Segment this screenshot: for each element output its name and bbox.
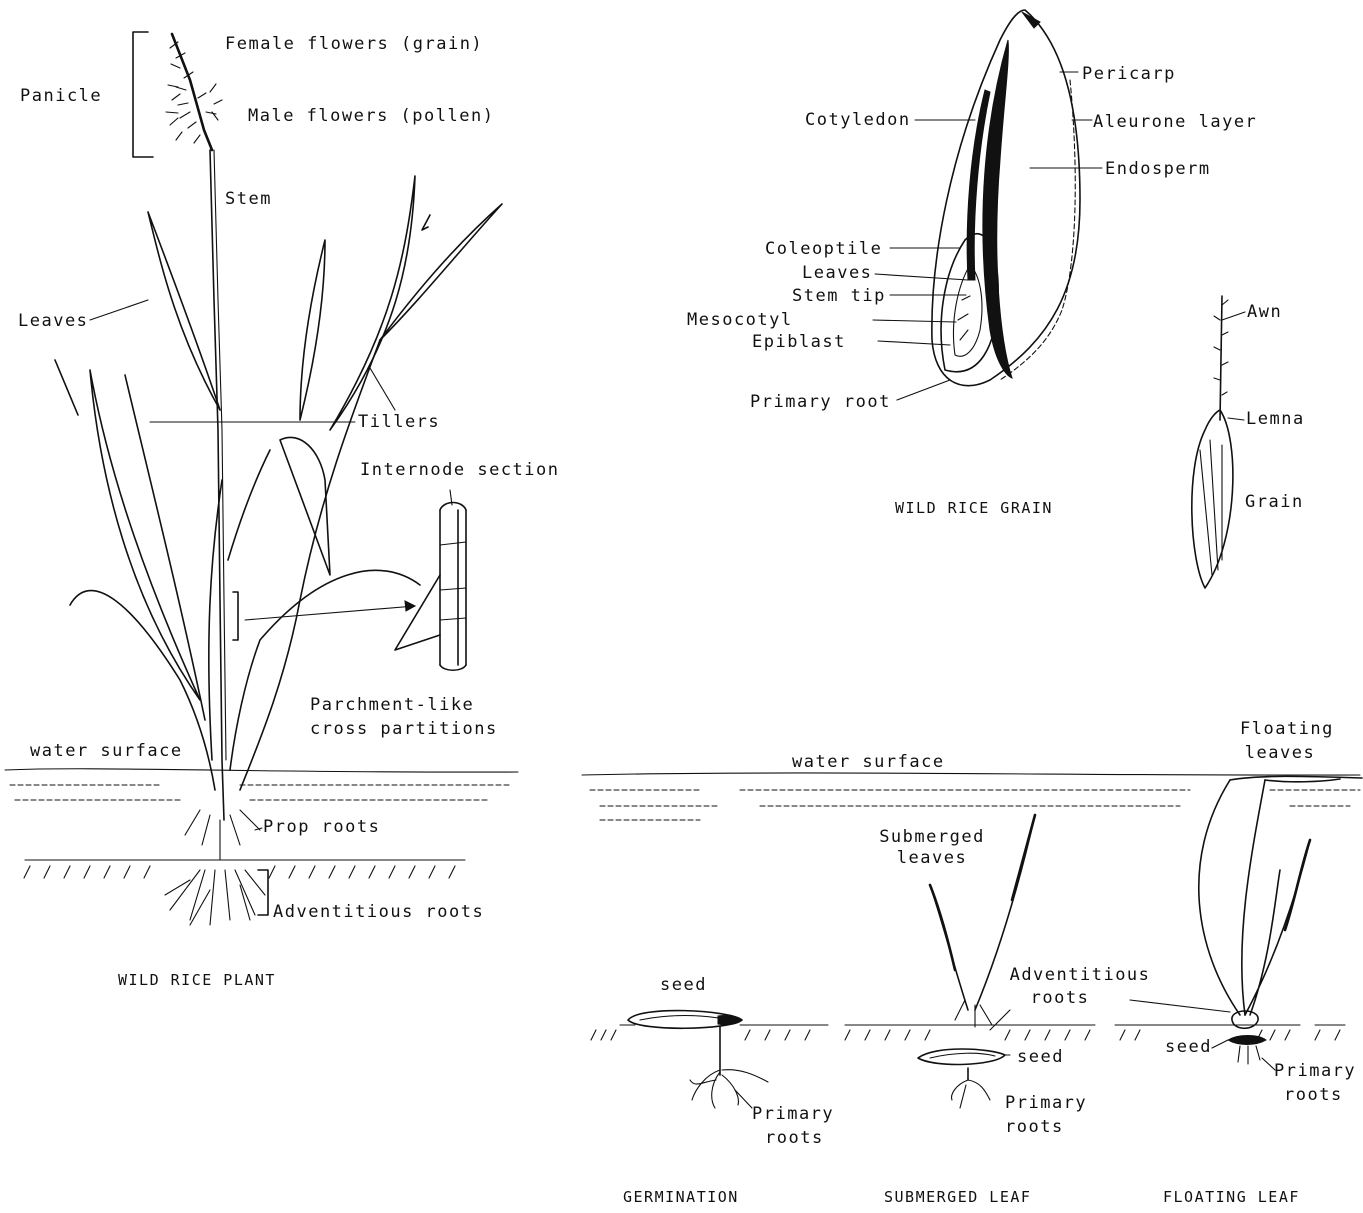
adventitious-float-leader <box>1130 1000 1230 1012</box>
epiblast-leader <box>878 341 950 345</box>
label-primary-roots-sub-1: Primary <box>1005 1095 1087 1112</box>
label-primary-root: Primary root <box>750 394 891 411</box>
lemna-leader <box>1228 418 1244 420</box>
caption-wild-rice-plant: WILD RICE PLANT <box>118 973 276 988</box>
water-line-right <box>582 773 1360 775</box>
label-water-surface-right: water surface <box>792 754 945 771</box>
primary-roots-floating <box>1238 1046 1260 1064</box>
label-coleoptile: Coleoptile <box>765 241 882 258</box>
adventitious-roots <box>165 870 265 925</box>
label-seed-germination: seed <box>660 977 707 994</box>
caption-wild-rice-grain: WILD RICE GRAIN <box>895 501 1053 516</box>
label-male-flowers: Male flowers (pollen) <box>248 108 494 125</box>
label-cotyledon: Cotyledon <box>805 112 911 129</box>
label-floating-leaves-2: leaves <box>1240 745 1320 762</box>
panicle-bracket <box>133 32 153 157</box>
leaf-upper-left <box>148 212 220 410</box>
seed-floating <box>1228 1036 1266 1045</box>
awn <box>1220 296 1222 420</box>
label-stem-tip: Stem tip <box>792 288 886 305</box>
label-submerged-leaves-2: leaves <box>872 850 992 867</box>
label-cross-partitions-1: Parchment-like <box>310 697 474 714</box>
caption-floating-leaf: FLOATING LEAF <box>1163 1190 1300 1205</box>
label-panicle: Panicle <box>20 88 102 105</box>
panicle-axis <box>172 34 212 150</box>
primary-roots-germination <box>690 1070 768 1108</box>
whole-grain-drawing <box>1192 296 1245 588</box>
label-primary-roots-float-1: Primary <box>1274 1063 1356 1080</box>
label-primary-roots-float-2: roots <box>1284 1087 1343 1104</box>
label-adventitious-roots: Adventitious roots <box>273 904 484 921</box>
label-stem: Stem <box>225 191 272 208</box>
label-floating-leaves-1: Floating <box>1240 721 1320 738</box>
leaf-left-long <box>90 370 200 700</box>
mesocotyl-leader <box>873 320 956 322</box>
label-awn: Awn <box>1247 304 1282 321</box>
label-female-flowers: Female flowers (grain) <box>225 36 483 53</box>
grain-section-drawing <box>873 10 1102 400</box>
leaf-upper-mid <box>300 240 325 420</box>
seed-submerged <box>918 1049 1005 1064</box>
caption-submerged-leaf: SUBMERGED LEAF <box>884 1190 1031 1205</box>
label-seed-submerged: seed <box>1017 1049 1064 1066</box>
grain-body <box>1192 410 1233 588</box>
label-water-surface-left: water surface <box>30 743 183 760</box>
label-cross-partitions-2: cross partitions <box>310 721 498 738</box>
water-line-left <box>5 769 518 772</box>
label-grain: Grain <box>1245 494 1304 511</box>
primary-roots-submerged <box>952 1080 990 1108</box>
awn-leader <box>1222 312 1245 320</box>
leaves-grain-leader <box>875 274 968 280</box>
label-epiblast: Epiblast <box>752 334 846 351</box>
floating-leaves <box>1199 780 1265 1015</box>
internode-section <box>440 510 466 665</box>
label-pericarp: Pericarp <box>1082 66 1176 83</box>
label-seed-floating: seed <box>1165 1039 1212 1056</box>
primaryroot-leader <box>897 380 950 400</box>
label-primary-roots-germ-1: Primary <box>752 1106 834 1123</box>
label-prop-roots: Prop roots <box>263 819 380 836</box>
label-lemna: Lemna <box>1246 411 1305 428</box>
internode-bracket <box>233 592 238 640</box>
label-adventitious-1: Adventitious <box>1000 967 1160 984</box>
label-mesocotyl: Mesocotyl <box>687 312 793 329</box>
leaves-leader <box>90 300 148 320</box>
label-primary-roots-sub-2: roots <box>1005 1119 1064 1136</box>
label-internode-section: Internode section <box>360 462 560 479</box>
label-tillers: Tillers <box>358 414 440 431</box>
prop-roots <box>185 810 260 860</box>
stages-drawing <box>582 773 1362 1108</box>
leaf-right-arch <box>230 570 420 770</box>
label-adventitious-2: roots <box>1000 990 1120 1007</box>
adventitious-leader <box>990 1010 1010 1030</box>
internode-arrow <box>245 606 415 620</box>
label-endosperm: Endosperm <box>1105 161 1211 178</box>
caption-germination: GERMINATION <box>623 1190 739 1205</box>
label-primary-roots-germ-2: roots <box>765 1130 824 1147</box>
label-leaves: Leaves <box>18 313 88 330</box>
label-submerged-leaves-1: Submerged <box>872 829 992 846</box>
label-aleurone-layer: Aleurone layer <box>1093 114 1257 131</box>
leaf-upper-right <box>330 176 415 430</box>
label-grain-leaves: Leaves <box>802 265 872 282</box>
